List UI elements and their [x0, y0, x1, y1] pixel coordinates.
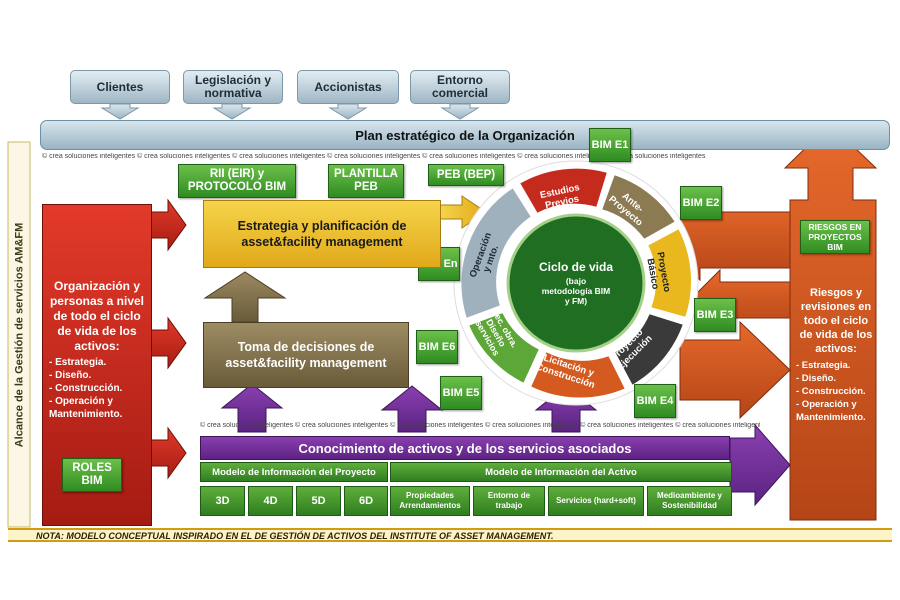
- right-list-item: - Estrategia.: [796, 360, 851, 371]
- top-box-entorno: Entorno comercial: [410, 70, 510, 104]
- top-box-accionistas: Accionistas: [297, 70, 399, 104]
- toma-decisiones-box: Toma de decisiones de asset&facility man…: [203, 322, 409, 388]
- right-list-item: - Operación y Mantenimiento.: [796, 399, 866, 423]
- left-block-title: Organización y personas a nivel de todo …: [49, 279, 145, 353]
- cycle-center-title: Ciclo de vida: [538, 260, 614, 274]
- segment-rec-obra: [466, 310, 542, 386]
- riesgos-bim-box: RIESGOS EN PROYECTOS BIM: [800, 220, 870, 254]
- left-list-item: - Diseño.: [49, 370, 92, 381]
- right-block-title: Riesgos y revisiones en todo el ciclo de…: [799, 287, 873, 355]
- activo-propiedades-cell: Propiedades Arrendamientos: [390, 486, 470, 516]
- segment-operacion: [459, 185, 534, 321]
- orange-right-arrow: [679, 320, 791, 420]
- footer-note: NOTA: MODELO CONCEPTUAL INSPIRADO EN EL …: [36, 531, 554, 541]
- left-list-item: - Estrategia.: [49, 357, 107, 368]
- bim-e4-tag: BIM E4: [634, 384, 676, 418]
- olive-up-arrow: [203, 271, 287, 323]
- peb-bep-box: PEB (BEP): [428, 164, 504, 186]
- wheel-center: [506, 213, 646, 353]
- segment-ante-proyecto: [599, 172, 678, 242]
- dim-6d-cell: 6D: [344, 486, 388, 516]
- top-box-legislacion: Legislación y normativa: [183, 70, 283, 104]
- activo-entorno-cell: Entorno de trabajo: [473, 486, 545, 516]
- modelo-proyecto-bar: Modelo de Información del Proyecto: [200, 462, 388, 482]
- watermark-top: © crea soluciones inteligentes © crea so…: [42, 153, 706, 160]
- scope-strip: [7, 141, 31, 528]
- bim-e3-tag: BIM E3: [694, 298, 736, 332]
- scope-side-label-wrap: Alcance de la Gestión de servicios AM&FM: [8, 142, 30, 527]
- red-arrows: [149, 198, 187, 480]
- left-list-item: - Construcción.: [49, 383, 123, 394]
- right-list-item: - Construcción.: [796, 386, 866, 397]
- cycle-center-sub: (bajo metodología BIM y FM): [541, 276, 611, 306]
- dim-5d-cell: 5D: [296, 486, 341, 516]
- right-riesgos-block: Riesgos y revisiones en todo el ciclo de…: [796, 286, 876, 424]
- bim-e2-tag: BIM E2: [680, 186, 722, 220]
- bim-e1-tag: BIM E1: [589, 128, 631, 162]
- left-list-item: - Operación y Mantenimiento.: [49, 396, 123, 420]
- estrategia-box: Estrategia y planificación de asset&faci…: [203, 200, 441, 268]
- left-block-list: - Estrategia. - Diseño. - Construcción. …: [49, 356, 145, 421]
- right-list-item: - Diseño.: [796, 373, 837, 384]
- bim-e6-tag: BIM E6: [416, 330, 458, 364]
- segment-estudios-previos: [517, 166, 610, 216]
- dim-3d-cell: 3D: [200, 486, 245, 516]
- watermark-bottom: © crea soluciones inteligentes © crea so…: [200, 422, 760, 429]
- right-block-list: - Estrategia. - Diseño. - Construcción. …: [796, 359, 876, 424]
- bim-e5-tag: BIM E5: [440, 376, 482, 410]
- dim-4d-cell: 4D: [248, 486, 293, 516]
- activo-servicios-cell: Servicios (hard+soft): [548, 486, 644, 516]
- plantilla-peb-box: PLANTILLA PEB: [328, 164, 404, 198]
- note-bar: NOTA: MODELO CONCEPTUAL INSPIRADO EN EL …: [8, 528, 892, 542]
- segment-proyecto-ejecucion: [612, 311, 686, 388]
- roles-bim-box: ROLES BIM: [62, 458, 122, 492]
- conocimiento-bar: Conocimiento de activos y de los servici…: [200, 436, 730, 460]
- wheel-center-text: Ciclo de vida (bajo metodología BIM y FM…: [516, 260, 636, 306]
- top-arrows: [100, 103, 480, 120]
- life-cycle-wheel: [453, 160, 699, 406]
- segment-proyecto-basico: [645, 226, 693, 320]
- purple-right-arrow: [729, 423, 791, 507]
- modelo-activo-bar: Modelo de Información del Activo: [390, 462, 732, 482]
- plan-estrategico-bar: Plan estratégico de la Organización: [40, 120, 890, 150]
- scope-side-label: Alcance de la Gestión de servicios AM&FM: [13, 222, 25, 447]
- segment-licitacion: [528, 349, 628, 400]
- activo-medioambiente-cell: Medioambiente y Sostenibilidad: [647, 486, 732, 516]
- top-box-clientes: Clientes: [70, 70, 170, 104]
- rii-protocolo-box: RII (EIR) y PROTOCOLO BIM: [178, 164, 296, 198]
